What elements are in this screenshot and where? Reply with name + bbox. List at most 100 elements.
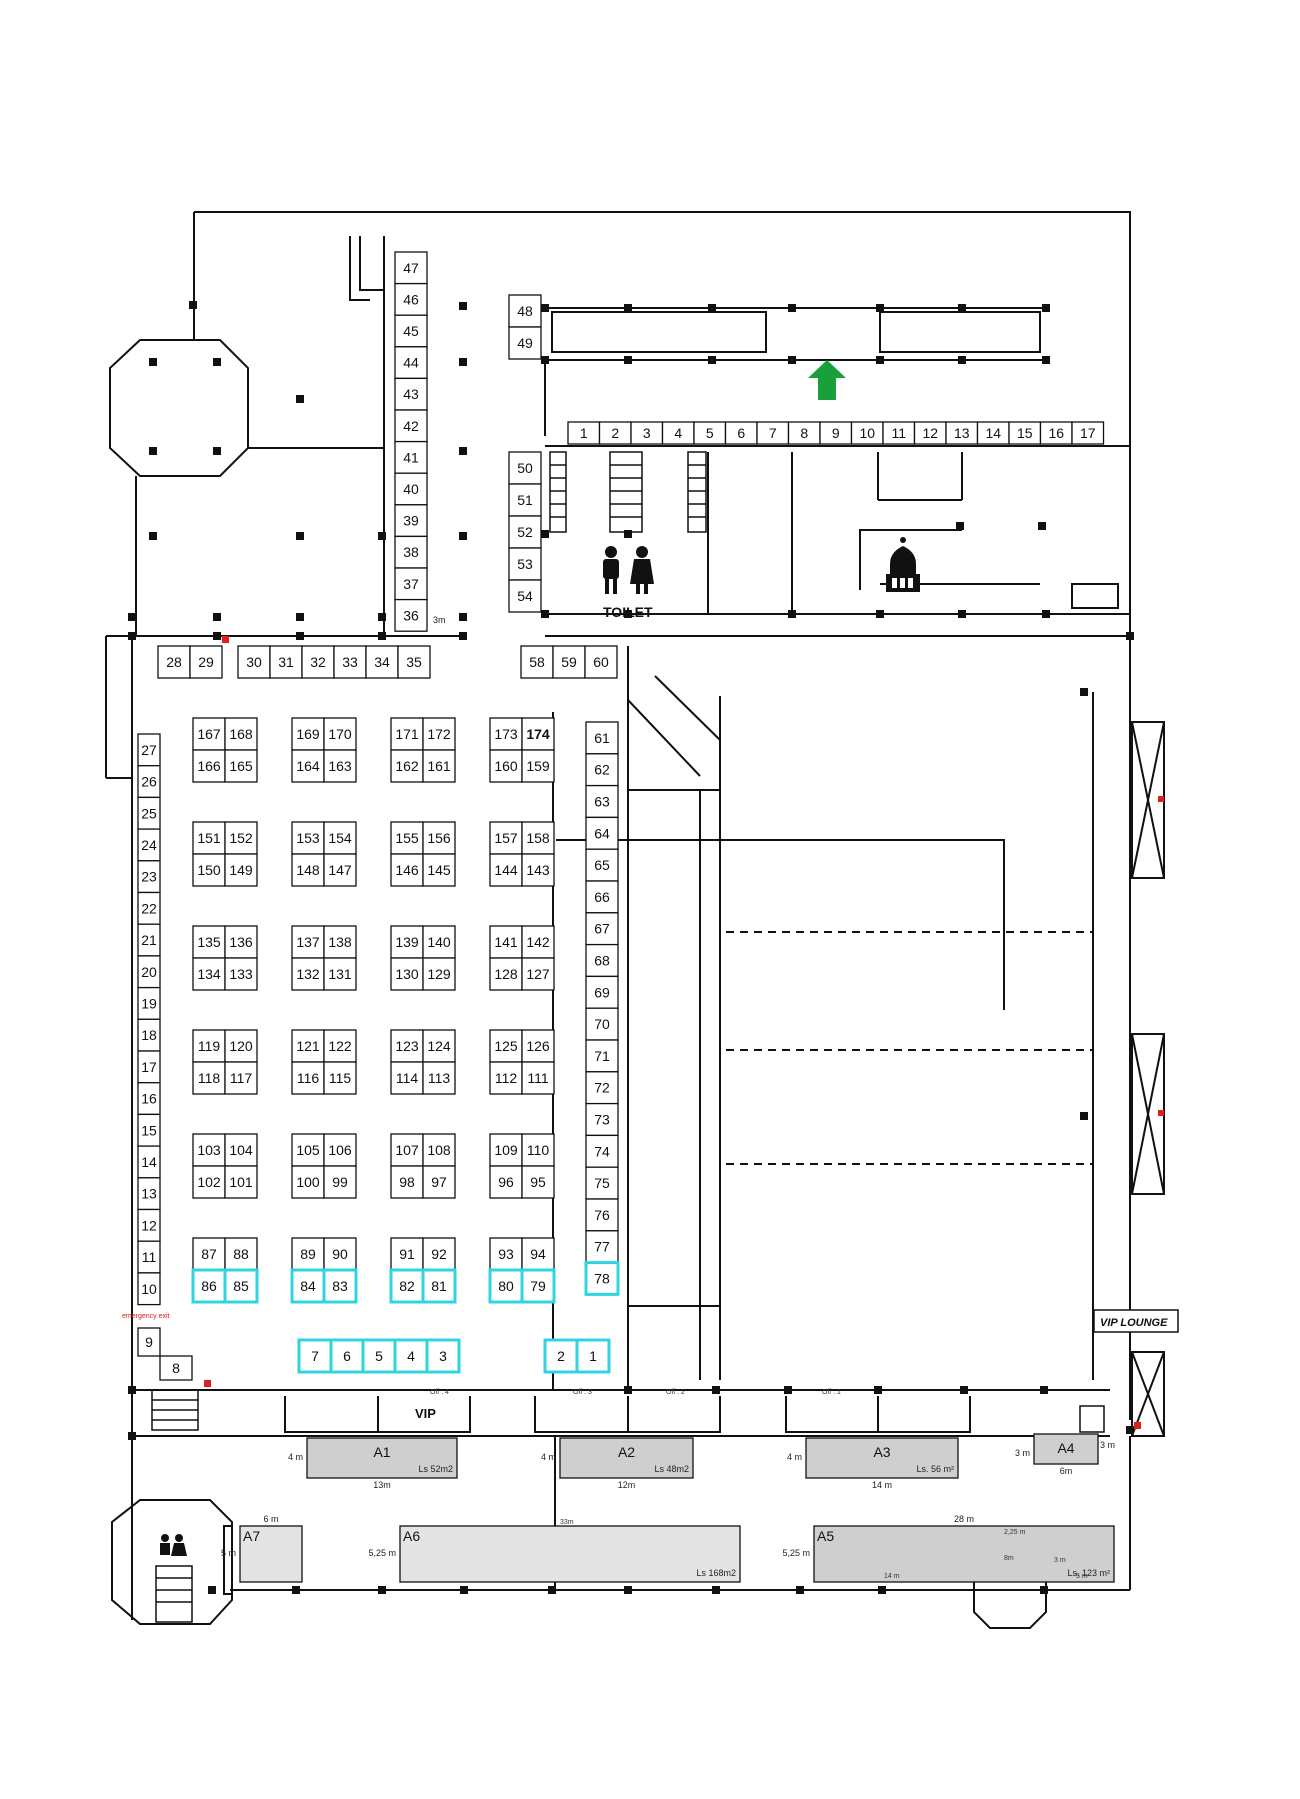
booth-1[interactable]: 1: [575, 1338, 611, 1374]
booth-127[interactable]: 127: [521, 957, 555, 991]
booth-166[interactable]: 166: [192, 749, 226, 783]
booth-68[interactable]: 68: [585, 943, 619, 978]
booth-2[interactable]: 2: [598, 421, 632, 445]
booth-173[interactable]: 173: [489, 717, 523, 751]
booth-87[interactable]: 87: [192, 1237, 226, 1271]
booth-48[interactable]: 48: [508, 294, 542, 328]
booth-149[interactable]: 149: [224, 853, 258, 887]
booth-144[interactable]: 144: [489, 853, 523, 887]
booth-107[interactable]: 107: [390, 1133, 424, 1167]
booth-109[interactable]: 109: [489, 1133, 523, 1167]
booth-3[interactable]: 3: [425, 1338, 461, 1374]
booth-172[interactable]: 172: [422, 717, 456, 751]
booth-139[interactable]: 139: [390, 925, 424, 959]
booth-63[interactable]: 63: [585, 784, 619, 819]
booth-69[interactable]: 69: [585, 975, 619, 1009]
booth-70[interactable]: 70: [585, 1007, 619, 1041]
booth-29[interactable]: 29: [189, 645, 223, 679]
booth-5[interactable]: 5: [361, 1338, 397, 1374]
booth-112[interactable]: 112: [489, 1061, 523, 1095]
booth-66[interactable]: 66: [585, 880, 619, 914]
booth-121[interactable]: 121: [291, 1029, 325, 1063]
booth-35[interactable]: 35: [397, 645, 431, 679]
booth-83[interactable]: 83: [322, 1268, 358, 1304]
booth-34[interactable]: 34: [365, 645, 399, 679]
booth-113[interactable]: 113: [422, 1061, 456, 1095]
booth-19[interactable]: 19: [137, 986, 161, 1020]
booth-106[interactable]: 106: [323, 1133, 357, 1167]
booth-164[interactable]: 164: [291, 749, 325, 783]
booth-85[interactable]: 85: [223, 1268, 259, 1304]
booth-128[interactable]: 128: [489, 957, 523, 991]
booth-102[interactable]: 102: [192, 1165, 226, 1199]
booth-142[interactable]: 142: [521, 925, 555, 959]
booth-26[interactable]: 26: [137, 765, 161, 799]
booth-64[interactable]: 64: [585, 816, 619, 850]
booth-36[interactable]: 36: [394, 598, 428, 632]
booth-101[interactable]: 101: [224, 1165, 258, 1199]
booth-92[interactable]: 92: [422, 1237, 456, 1271]
booth-168[interactable]: 168: [224, 717, 258, 751]
booth-105[interactable]: 105: [291, 1133, 325, 1167]
booth-98[interactable]: 98: [390, 1165, 424, 1199]
booth-170[interactable]: 170: [323, 717, 357, 751]
booth-22[interactable]: 22: [137, 891, 161, 925]
booth-17[interactable]: 17: [137, 1050, 161, 1084]
booth-108[interactable]: 108: [422, 1133, 456, 1167]
booth-18[interactable]: 18: [137, 1018, 161, 1052]
booth-38[interactable]: 38: [394, 535, 428, 569]
booth-145[interactable]: 145: [422, 853, 456, 887]
booth-119[interactable]: 119: [192, 1029, 226, 1063]
booth-8[interactable]: 8: [787, 421, 821, 445]
booth-32[interactable]: 32: [301, 645, 335, 679]
booth-161[interactable]: 161: [422, 749, 456, 783]
booth-84[interactable]: 84: [290, 1268, 326, 1304]
booth-9[interactable]: 9: [819, 421, 853, 445]
booth-50[interactable]: 50: [508, 451, 542, 485]
booth-42[interactable]: 42: [394, 409, 428, 443]
booth-10[interactable]: 10: [850, 421, 884, 445]
booth-148[interactable]: 148: [291, 853, 325, 887]
booth-131[interactable]: 131: [323, 957, 357, 991]
booth-7[interactable]: 7: [756, 421, 790, 445]
booth-159[interactable]: 159: [521, 749, 555, 783]
booth-174[interactable]: 174: [521, 717, 555, 751]
booth-126[interactable]: 126: [521, 1029, 555, 1063]
booth-33[interactable]: 33: [333, 645, 367, 679]
booth-117[interactable]: 117: [224, 1061, 258, 1095]
booth-157[interactable]: 157: [489, 821, 523, 855]
booth-60[interactable]: 60: [584, 645, 618, 679]
booth-91[interactable]: 91: [390, 1237, 424, 1271]
booth-9[interactable]: 9: [137, 1327, 161, 1357]
booth-134[interactable]: 134: [192, 957, 226, 991]
booth-152[interactable]: 152: [224, 821, 258, 855]
booth-53[interactable]: 53: [508, 547, 542, 581]
area-a4[interactable]: A43 m6m: [1015, 1433, 1099, 1476]
booth-30[interactable]: 30: [237, 645, 271, 679]
booth-28[interactable]: 28: [157, 645, 191, 679]
booth-3[interactable]: 3: [630, 421, 664, 445]
booth-76[interactable]: 76: [585, 1198, 619, 1232]
booth-27[interactable]: 27: [137, 733, 161, 767]
booth-1[interactable]: 1: [567, 421, 601, 445]
booth-44[interactable]: 44: [394, 346, 428, 380]
booth-89[interactable]: 89: [291, 1237, 325, 1271]
booth-163[interactable]: 163: [323, 749, 357, 783]
booth-31[interactable]: 31: [269, 645, 303, 679]
booth-20[interactable]: 20: [137, 955, 161, 989]
booth-97[interactable]: 97: [422, 1165, 456, 1199]
booth-123[interactable]: 123: [390, 1029, 424, 1063]
booth-156[interactable]: 156: [422, 821, 456, 855]
booth-140[interactable]: 140: [422, 925, 456, 959]
booth-39[interactable]: 39: [394, 504, 428, 538]
booth-111[interactable]: 111: [521, 1061, 555, 1095]
booth-104[interactable]: 104: [224, 1133, 258, 1167]
booth-125[interactable]: 125: [489, 1029, 523, 1063]
booth-154[interactable]: 154: [323, 821, 357, 855]
booth-141[interactable]: 141: [489, 925, 523, 959]
booth-37[interactable]: 37: [394, 567, 428, 601]
booth-17[interactable]: 17: [1071, 421, 1105, 445]
booth-147[interactable]: 147: [323, 853, 357, 887]
booth-52[interactable]: 52: [508, 515, 542, 549]
